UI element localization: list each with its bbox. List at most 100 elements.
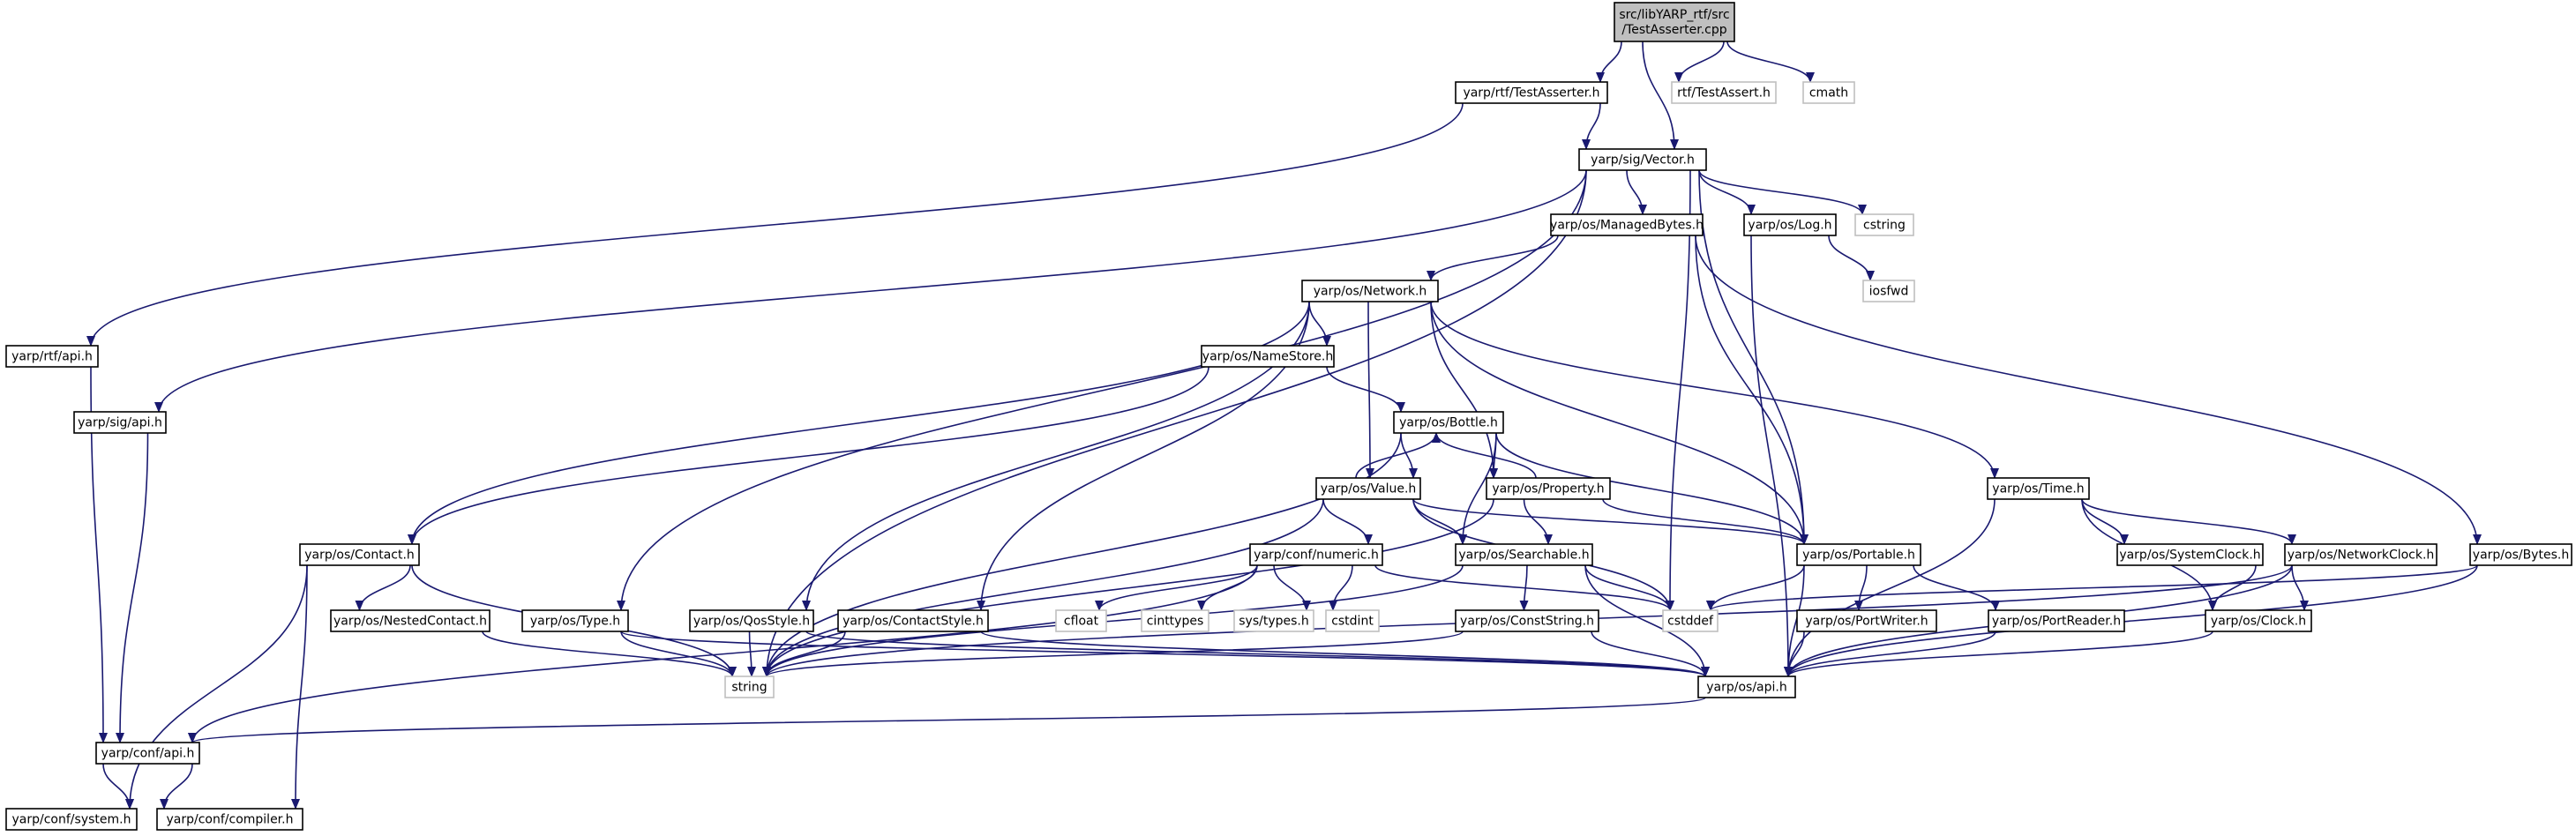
edge-property-to-bottle [1432, 432, 1537, 479]
edge-network-to-portable [1430, 301, 1808, 545]
edge-property-to-searchable [1523, 498, 1553, 545]
node-label-sig_vector: yarp/sig/Vector.h [1591, 153, 1695, 168]
node-label-portreader: yarp/os/PortReader.h [1992, 615, 2121, 629]
edge-type-to-string [620, 631, 737, 677]
node-cstdint: cstdint [1325, 609, 1380, 632]
node-box-contactstyle [837, 609, 989, 632]
node-bottle[interactable]: yarp/os/Bottle.h [1393, 411, 1504, 434]
edge-qosstyle-to-os_api [805, 631, 1710, 677]
edge-namestore-to-bottle [1326, 366, 1405, 413]
node-box-rtf_testassert [1671, 81, 1777, 104]
node-box-time [1987, 477, 2090, 500]
node-box-cinttypes [1141, 609, 1209, 632]
node-nestedcontact[interactable]: yarp/os/NestedContact.h [330, 609, 490, 632]
node-qosstyle[interactable]: yarp/os/QosStyle.h [689, 609, 814, 632]
node-label-cstdint: cstdint [1331, 615, 1374, 629]
edge-value-to-bottle [1355, 432, 1441, 479]
node-box-value [1315, 477, 1421, 500]
node-label-bytes: yarp/os/Bytes.h [2473, 549, 2569, 563]
node-box-network [1301, 280, 1439, 302]
edge-network-to-time [1430, 301, 1999, 479]
node-rtf_testassert: rtf/TestAssert.h [1671, 81, 1777, 104]
node-contact[interactable]: yarp/os/Contact.h [299, 543, 420, 566]
node-box-property [1486, 477, 1611, 500]
node-portwriter[interactable]: yarp/os/PortWriter.h [1796, 609, 1937, 632]
node-box-sig_api [73, 411, 167, 434]
node-iosfwd: iosfwd [1862, 280, 1915, 302]
edge-time-to-networkclock [2081, 498, 2296, 545]
node-namestore[interactable]: yarp/os/NameStore.h [1201, 345, 1335, 368]
edge-network-to-value [1365, 301, 1374, 479]
node-rtf_api[interactable]: yarp/rtf/api.h [5, 345, 99, 368]
edge-networkclock-to-clock [2291, 564, 2309, 611]
edge-nestedcontact-to-string [482, 631, 737, 677]
edge-log-to-iosfwd [1828, 235, 1875, 281]
node-searchable[interactable]: yarp/os/Searchable.h [1455, 543, 1593, 566]
edge-portreader-to-os_api [1784, 631, 1996, 677]
node-type[interactable]: yarp/os/Type.h [521, 609, 629, 632]
node-label-cstddef: cstddef [1667, 615, 1714, 629]
node-portreader[interactable]: yarp/os/PortReader.h [1988, 609, 2125, 632]
node-label-contact: yarp/os/Contact.h [304, 549, 415, 563]
node-portable[interactable]: yarp/os/Portable.h [1796, 543, 1921, 566]
node-bytes[interactable]: yarp/os/Bytes.h [2469, 543, 2572, 566]
edge-sig_vector-to-sig_api [154, 169, 1587, 413]
node-cstring: cstring [1854, 213, 1914, 236]
node-box-sig_vector [1578, 148, 1707, 171]
node-box-string [724, 676, 775, 698]
node-networkclock[interactable]: yarp/os/NetworkClock.h [2284, 543, 2437, 566]
node-log[interactable]: yarp/os/Log.h [1743, 213, 1837, 236]
edge-rtf_testasserter-to-rtf_api [86, 102, 1464, 347]
node-os_api[interactable]: yarp/os/api.h [1697, 676, 1796, 698]
node-conf_system[interactable]: yarp/conf/system.h [5, 808, 138, 831]
node-sig_vector[interactable]: yarp/sig/Vector.h [1578, 148, 1707, 171]
node-label-rtf_testasserter: yarp/rtf/TestAsserter.h [1463, 86, 1599, 101]
node-time[interactable]: yarp/os/Time.h [1987, 477, 2090, 500]
edge-type-to-os_api [620, 631, 1710, 677]
edge-bytes-to-cstddef [1706, 564, 2478, 611]
node-cstddef: cstddef [1662, 609, 1719, 632]
node-label-numeric: yarp/conf/numeric.h [1254, 549, 1379, 563]
node-label-root: /TestAsserter.cpp [1621, 23, 1726, 37]
edge-value-to-portable [1412, 498, 1808, 545]
node-conf_compiler[interactable]: yarp/conf/compiler.h [156, 808, 303, 831]
node-box-cstddef [1662, 609, 1719, 632]
node-network[interactable]: yarp/os/Network.h [1301, 280, 1439, 302]
edge-network-to-contact [408, 301, 1310, 545]
node-rtf_testasserter[interactable]: yarp/rtf/TestAsserter.h [1455, 81, 1608, 104]
node-label-portwriter: yarp/os/PortWriter.h [1805, 615, 1928, 629]
node-label-value: yarp/os/Value.h [1321, 482, 1417, 496]
node-label-bottle: yarp/os/Bottle.h [1399, 416, 1498, 430]
edge-bytes-to-os_api [1784, 564, 2478, 677]
node-box-networkclock [2284, 543, 2437, 566]
node-label-conf_system: yarp/conf/system.h [12, 813, 131, 827]
node-label-iosfwd: iosfwd [1869, 285, 1909, 299]
node-conf_api[interactable]: yarp/conf/api.h [95, 742, 200, 765]
node-sig_api[interactable]: yarp/sig/api.h [73, 411, 167, 434]
edge-os_api-to-conf_api [188, 697, 1706, 743]
node-label-cfloat: cfloat [1064, 615, 1099, 629]
node-managedbytes[interactable]: yarp/os/ManagedBytes.h [1550, 213, 1704, 236]
node-box-rtf_api [5, 345, 99, 368]
node-contactstyle[interactable]: yarp/os/ContactStyle.h [837, 609, 989, 632]
node-systemclock[interactable]: yarp/os/SystemClock.h [2116, 543, 2264, 566]
node-cmath: cmath [1802, 81, 1855, 104]
node-label-contactstyle: yarp/os/ContactStyle.h [842, 615, 984, 629]
node-label-type: yarp/os/Type.h [530, 615, 620, 629]
node-box-contact [299, 543, 420, 566]
node-value[interactable]: yarp/os/Value.h [1315, 477, 1421, 500]
node-property[interactable]: yarp/os/Property.h [1486, 477, 1611, 500]
edge-network-to-property [1430, 301, 1498, 479]
node-box-type [521, 609, 629, 632]
edge-numeric-to-conf_api [188, 564, 1258, 743]
edge-contact-to-conf_system [125, 564, 308, 810]
node-root[interactable]: src/libYARP_rtf/src/TestAsserter.cpp [1614, 2, 1735, 42]
node-clock[interactable]: yarp/os/Clock.h [2205, 609, 2312, 632]
node-conststring[interactable]: yarp/os/ConstString.h [1455, 609, 1599, 632]
edge-qosstyle-to-string [746, 631, 756, 677]
edge-portable-to-portreader [1913, 564, 2000, 611]
node-numeric[interactable]: yarp/conf/numeric.h [1249, 543, 1383, 566]
edge-searchable-to-string [762, 564, 1464, 677]
edge-managedbytes-to-portable [1695, 235, 1808, 545]
